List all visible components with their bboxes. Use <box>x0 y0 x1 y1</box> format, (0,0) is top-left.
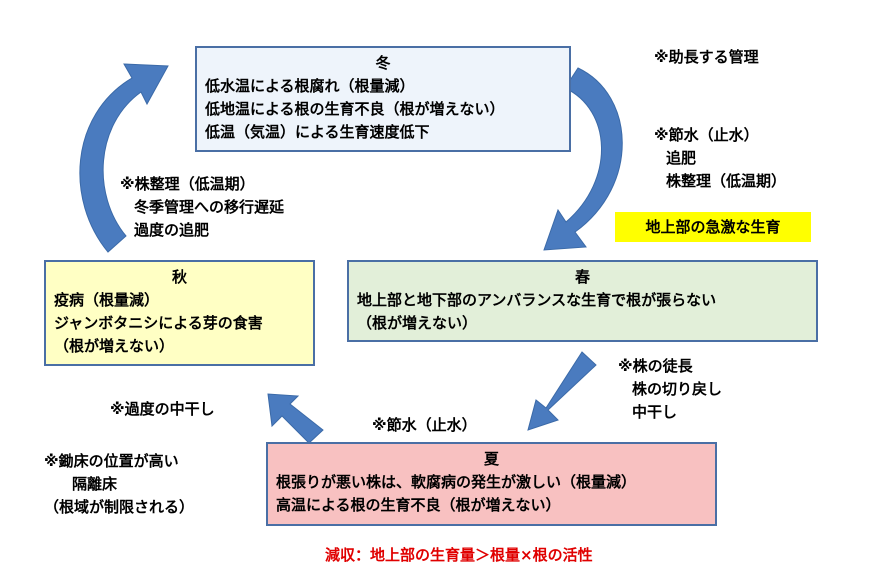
summer-line-2: 高温による根の生育不良（根が増えない） <box>276 496 561 514</box>
spring-to-summer-line-1: ※株の徒長 <box>618 357 693 375</box>
winter-line-1: 低水温による根腐れ（根量減） <box>205 77 415 95</box>
autumn-line-2: ジャンボタニシによる芽の食害 <box>54 314 263 332</box>
spring-title: 春 <box>574 268 590 286</box>
summer-label: ※節水（止水） <box>372 416 477 434</box>
summer-box: 夏 根張りが悪い株は、軟腐病の発生が激しい（根量減） 高温による根の生育不良（根… <box>266 442 717 526</box>
spring-line-1: 地上部と地下部のアンバランスな生育で根が張らない <box>357 291 717 309</box>
autumn-to-winter-note: ※株整理（低温期） 冬季管理への移行遅延 過度の追肥 <box>120 173 284 242</box>
arrow-spring-to-summer <box>527 351 597 431</box>
spring-to-summer-line-3: 中干し <box>632 403 678 421</box>
winter-to-spring-line-1: ※節水（止水） <box>654 126 759 144</box>
autumn-to-winter-line-3: 過度の追肥 <box>134 221 210 239</box>
autumn-line-3: （根が増えない） <box>54 337 175 355</box>
bed-line-3: （根域が制限される） <box>44 498 195 516</box>
arrow-winter-to-spring <box>543 67 623 251</box>
bed-line-1: ※鋤床の位置が高い <box>44 452 179 470</box>
winter-line-3: 低温（気温）による生育速度低下 <box>205 123 430 141</box>
spring-line-2: （根が増えない） <box>357 314 478 332</box>
rapid-growth-highlight: 地上部の急激な生育 <box>615 212 811 242</box>
summer-label-note: ※節水（止水） <box>372 414 477 437</box>
spring-box: 春 地上部と地下部のアンバランスな生育で根が張らない （根が増えない） <box>347 260 818 342</box>
autumn-line-1: 疫病（根量減） <box>54 291 160 309</box>
bed-line-2: 隔離床 <box>72 475 118 493</box>
spring-to-summer-line-2: 株の切り戻し <box>632 380 723 398</box>
summer-to-autumn-note: ※過度の中干し <box>110 398 215 421</box>
promote-header-note: ※助長する管理 <box>654 46 759 69</box>
arrow-summer-to-autumn <box>267 393 324 444</box>
winter-title: 冬 <box>375 54 391 72</box>
winter-to-spring-line-3: 株整理（低温期） <box>666 172 787 190</box>
winter-line-2: 低地温による根の生育不良（根が増えない） <box>205 100 505 118</box>
winter-to-spring-line-2: 追肥 <box>666 149 697 167</box>
autumn-box: 秋 疫病（根量減） ジャンボタニシによる芽の食害 （根が増えない） <box>44 260 315 366</box>
bed-note: ※鋤床の位置が高い 隔離床 （根域が制限される） <box>44 450 194 519</box>
spring-to-summer-note: ※株の徒長 株の切り戻し 中干し <box>618 355 722 424</box>
summer-to-autumn-label: ※過度の中干し <box>110 400 215 418</box>
arrow-autumn-to-winter <box>79 63 169 253</box>
winter-to-spring-note: ※節水（止水） 追肥 株整理（低温期） <box>654 124 786 193</box>
summer-title: 夏 <box>483 450 499 468</box>
autumn-title: 秋 <box>171 268 187 286</box>
promote-header: ※助長する管理 <box>654 48 759 66</box>
winter-box: 冬 低水温による根腐れ（根量減） 低地温による根の生育不良（根が増えない） 低温… <box>195 46 571 152</box>
autumn-to-winter-line-2: 冬季管理への移行遅延 <box>134 198 285 216</box>
yield-loss-footer: 減収：地上部の生育量＞根量×根の活性 <box>325 546 593 564</box>
summer-line-1: 根張りが悪い株は、軟腐病の発生が激しい（根量減） <box>276 473 637 491</box>
autumn-to-winter-line-1: ※株整理（低温期） <box>120 175 255 193</box>
